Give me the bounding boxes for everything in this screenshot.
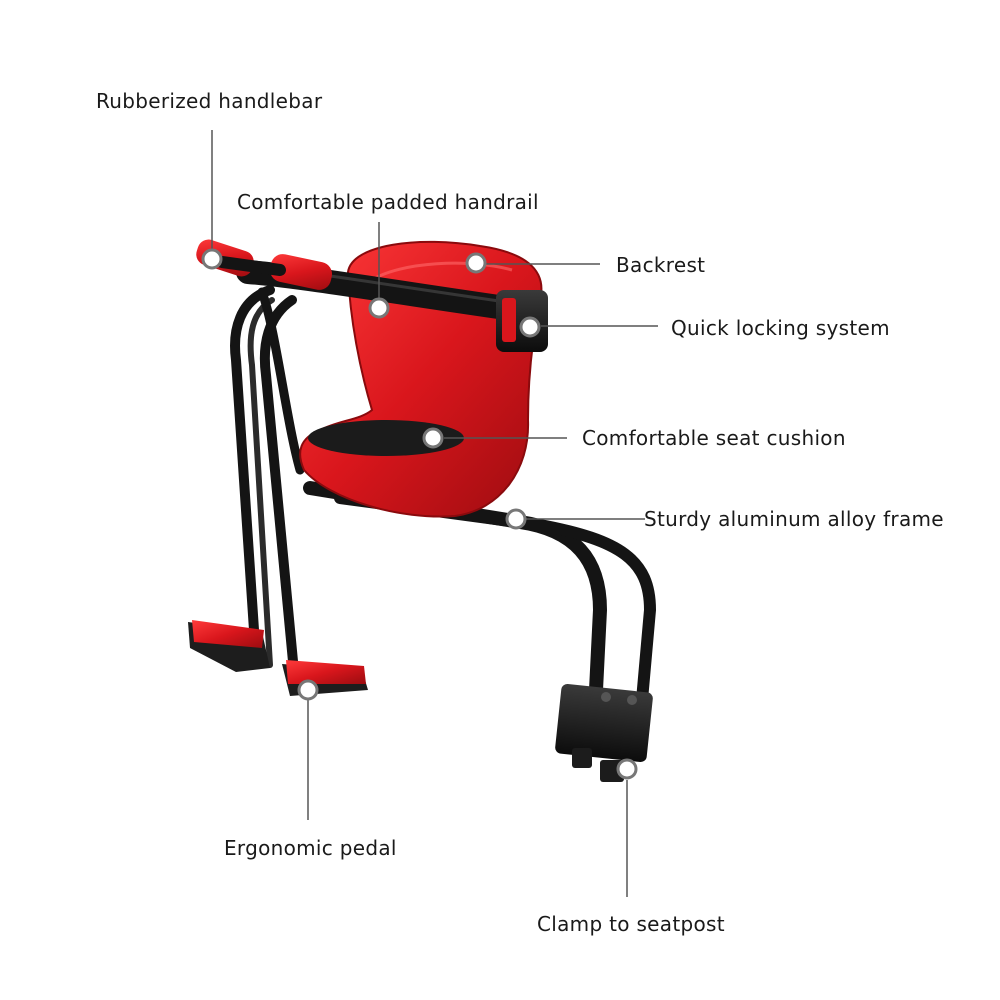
callout-markers	[201, 248, 638, 780]
marker-cushion	[422, 427, 444, 449]
marker-handlebar	[201, 248, 223, 270]
marker-frame	[505, 508, 527, 530]
seat-cushion	[308, 420, 464, 456]
label-rubberized-handlebar: Rubberized handlebar	[96, 89, 323, 113]
label-alloy-frame: Sturdy aluminum alloy frame	[644, 507, 944, 531]
marker-pedal	[297, 679, 319, 701]
label-ergonomic-pedal: Ergonomic pedal	[224, 836, 397, 860]
pedals	[188, 620, 368, 696]
leader-lines	[211, 130, 658, 897]
label-backrest: Backrest	[616, 253, 706, 277]
marker-handrail	[368, 297, 390, 319]
label-seatpost-clamp: Clamp to seatpost	[537, 912, 725, 936]
marker-backrest	[465, 252, 487, 274]
label-quick-locking-system: Quick locking system	[671, 316, 890, 340]
label-padded-handrail: Comfortable padded handrail	[237, 190, 539, 214]
marker-clamp	[616, 758, 638, 780]
marker-locking	[519, 316, 541, 338]
label-seat-cushion: Comfortable seat cushion	[582, 426, 846, 450]
main-frame	[303, 481, 657, 706]
leg-frame	[230, 285, 305, 677]
clamp-block	[555, 683, 653, 782]
